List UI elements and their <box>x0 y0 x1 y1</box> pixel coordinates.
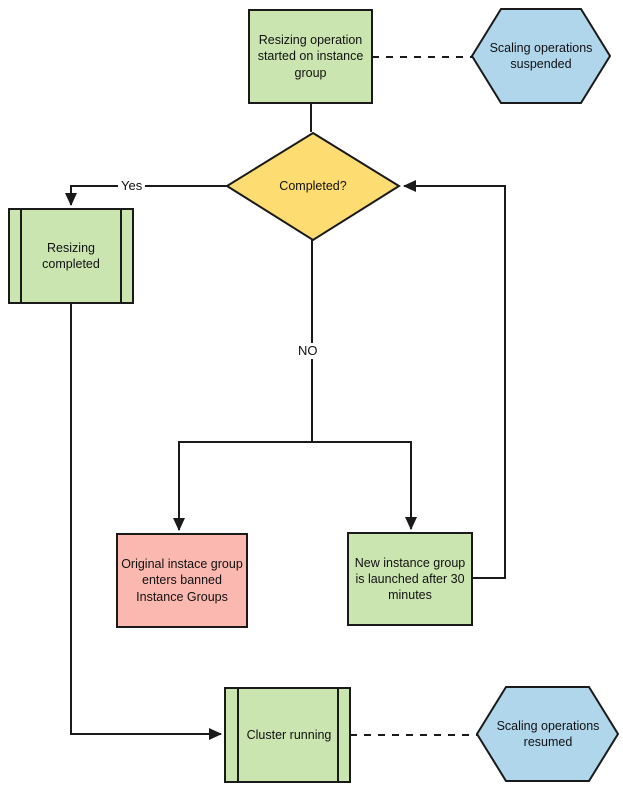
edge-label-no: NO <box>295 343 321 359</box>
edge-no-to-banned-group <box>173 441 312 531</box>
node-start-shape <box>248 9 373 104</box>
node-new-group-shape <box>347 532 473 626</box>
node-banned-group-label: Original instace group enters banned Ins… <box>121 557 243 604</box>
edge-label-yes: Yes <box>118 178 146 194</box>
node-resizing-completed-shape <box>8 208 134 304</box>
edge-new-group-to-completed <box>403 180 506 579</box>
node-resumed-label: Scaling operations resumed <box>496 718 600 749</box>
node-cluster-running-shape <box>224 687 351 783</box>
node-suspended-shape <box>470 8 612 104</box>
node-banned-group-shape <box>116 533 248 628</box>
node-resumed-shape <box>475 686 620 782</box>
edge-no-to-new-group <box>312 441 417 530</box>
node-completed-label: Completed? <box>279 179 347 194</box>
node-cluster-running-label: Cluster running <box>246 727 332 742</box>
node-resizing-completed-label: Resizing completed <box>42 240 100 271</box>
edge-completed-yes-to-resizing-completed <box>65 185 227 206</box>
edge-resizing-completed-to-cluster <box>70 303 222 740</box>
node-new-group-label: New instance group is launched after 30 … <box>354 555 466 603</box>
node-suspended-label: Scaling operations suspended <box>489 40 593 71</box>
node-completed-shape <box>225 131 401 242</box>
node-start-label: Resizing operation started on instance g… <box>257 33 364 80</box>
